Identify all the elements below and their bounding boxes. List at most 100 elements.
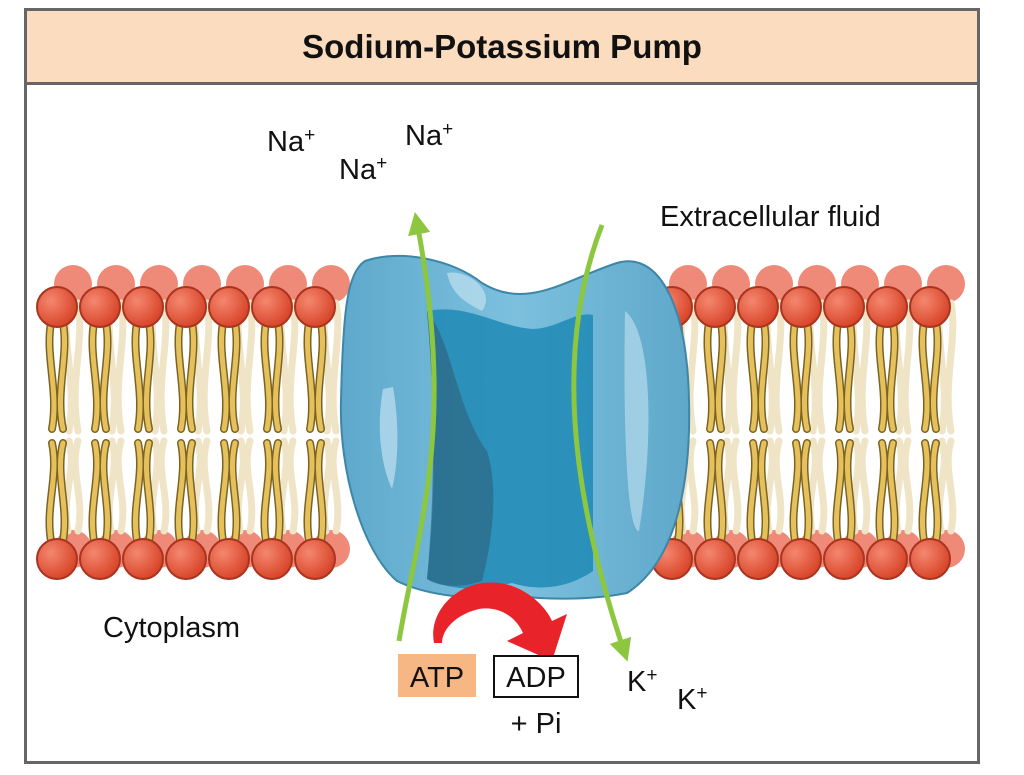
diagram-frame: Sodium-Potassium Pump [24, 8, 980, 764]
lipid-head [909, 286, 951, 328]
lipid-head [866, 286, 908, 328]
lipid-tail-back [286, 437, 299, 535]
lipid-tail-back [772, 299, 785, 435]
lipid-tail-back [329, 437, 342, 535]
lipid-tail [919, 320, 930, 432]
pump-protein [339, 255, 691, 600]
k-in-arrow [571, 224, 632, 662]
lipid-tail [802, 440, 812, 544]
lipid-tail [304, 320, 315, 432]
lipid-tail-back [944, 299, 957, 435]
lipid-tail [919, 440, 930, 544]
lipid-tail [833, 440, 844, 544]
lipid-head [36, 286, 78, 328]
lipid-tail [316, 320, 326, 432]
lipid-tail [931, 320, 941, 432]
na-ion-1: Na+ [267, 125, 315, 158]
protein-shadow [427, 311, 494, 586]
lipid-tail [175, 440, 186, 544]
lipid-tail-back [858, 437, 871, 535]
lipid-head [909, 538, 951, 580]
lipid-tail-back [729, 299, 742, 435]
lipid-tail [790, 320, 801, 432]
lipid-tail [888, 320, 898, 432]
lipid-tail [273, 440, 283, 544]
lipid-head [737, 538, 779, 580]
lipid-tail [759, 440, 769, 544]
lipid-tail [304, 440, 315, 544]
lipid-tail [790, 440, 801, 544]
lipid-tail [716, 440, 726, 544]
k-ion-2: K+ [677, 683, 707, 716]
lipid-tail [802, 320, 812, 432]
lipid-tail [144, 440, 154, 544]
lipid-tail-back [243, 299, 256, 435]
lipid-tail [89, 440, 100, 544]
lipid-tail [316, 440, 326, 544]
lipid-tail [187, 320, 197, 432]
lipid-tail [46, 440, 57, 544]
pump-diagram: Na+ Na+ Na+ K+ K+ Extracellular fluid Cy… [36, 119, 965, 740]
lipid-tail [833, 320, 844, 432]
lipid-tail-back [686, 299, 699, 435]
na-ion-3: Na+ [405, 119, 453, 152]
lipid-tail [132, 320, 143, 432]
lipid-tail [747, 320, 758, 432]
lipid-tail [46, 320, 57, 432]
lipid-tail [845, 320, 855, 432]
k-ion-1: K+ [627, 665, 657, 698]
lipid-tail-back [815, 437, 828, 535]
lipid-tail [218, 320, 229, 432]
lipid-head [737, 286, 779, 328]
lipid-head [780, 538, 822, 580]
membrane-front [36, 286, 951, 580]
lipid-tail [273, 320, 283, 432]
lipid-head [165, 286, 207, 328]
lipid-tail [58, 440, 68, 544]
lipid-tail-back [729, 437, 742, 535]
lipid-tail-back [772, 437, 785, 535]
lipid-tail-back [901, 299, 914, 435]
lipid-tail [175, 320, 186, 432]
lipid-tail [876, 440, 887, 544]
lipid-head [251, 538, 293, 580]
lipid-head [294, 538, 336, 580]
lipid-head [780, 286, 822, 328]
lipid-tail-back [944, 437, 957, 535]
diagram-title: Sodium-Potassium Pump [302, 27, 702, 65]
protein-highlight-right [624, 311, 649, 531]
lipid-head [251, 286, 293, 328]
adp-box [493, 655, 579, 698]
lipid-tail [230, 320, 240, 432]
lipid-head [79, 286, 121, 328]
lipid-head [208, 538, 250, 580]
lipid-tail-back [858, 299, 871, 435]
lipid-tail [704, 320, 715, 432]
na-out-arrow [396, 211, 437, 642]
lipid-tail [845, 440, 855, 544]
lipid-tail [747, 440, 758, 544]
lipid-tail-back [71, 299, 84, 435]
lipid-tail-back [71, 437, 84, 535]
lipid-tail-back [686, 437, 699, 535]
cytoplasm-label: Cytoplasm [103, 612, 240, 644]
lipid-head [36, 538, 78, 580]
lipid-tail-back [200, 299, 213, 435]
protein-highlight-left [379, 387, 398, 489]
lipid-tail [261, 440, 272, 544]
lipid-tail [261, 320, 272, 432]
lipid-head [79, 538, 121, 580]
lipid-tail [187, 440, 197, 544]
pi-label: + Pi [511, 708, 562, 740]
extracellular-label: Extracellular fluid [660, 201, 881, 233]
lipid-head [208, 286, 250, 328]
atp-hydrolysis-arrow [433, 582, 567, 661]
lipid-tail [716, 320, 726, 432]
lipid-tail [931, 440, 941, 544]
lipid-tail [89, 320, 100, 432]
lipid-tail [58, 320, 68, 432]
lipid-tail [888, 440, 898, 544]
protein-top-shine [447, 272, 487, 311]
lipid-head [823, 286, 865, 328]
lipid-tail-back [901, 437, 914, 535]
